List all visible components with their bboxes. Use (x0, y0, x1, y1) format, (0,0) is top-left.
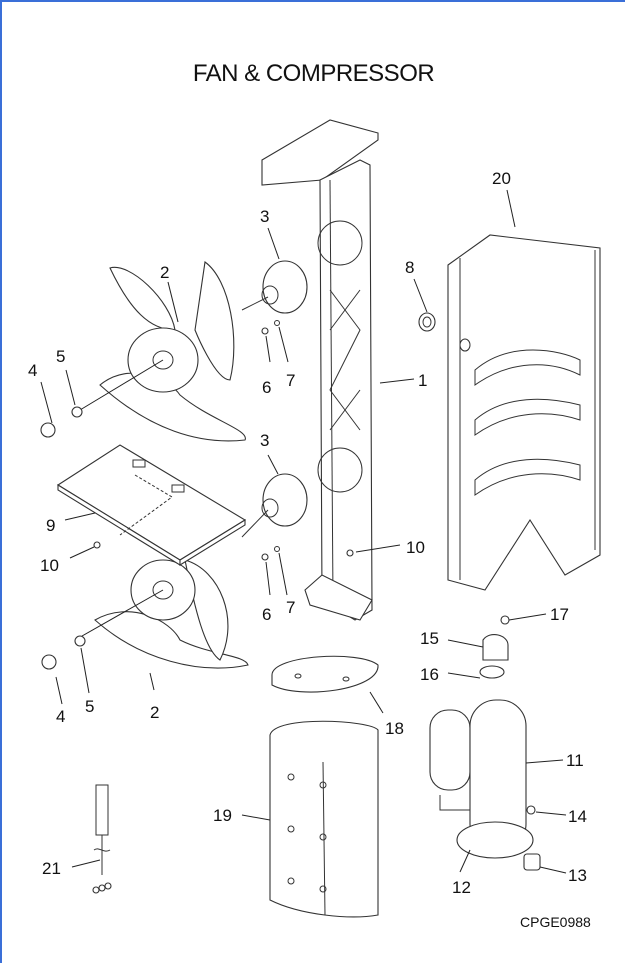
partition-panel-part-20 (447, 234, 601, 591)
diagram-title: FAN & COMPRESSOR (192, 60, 435, 87)
upper-fan-part-2 (79, 261, 246, 442)
callout-2-upper: 2 (160, 263, 169, 282)
nuts-washers-screws (40, 312, 436, 670)
callout-15: 15 (420, 629, 439, 648)
leader-lines (40, 189, 567, 874)
callout-14: 14 (568, 807, 587, 826)
callout-10-right: 10 (406, 538, 425, 557)
callout-labels: 1 2 2 3 3 4 4 5 5 6 6 7 7 8 9 10 10 11 1… (28, 169, 587, 897)
callout-18: 18 (385, 719, 404, 738)
callout-7-lower: 7 (286, 598, 295, 617)
compressor-assembly-part-11 (429, 699, 534, 859)
callout-10-left: 10 (40, 556, 59, 575)
callout-1: 1 (418, 371, 427, 390)
callout-11: 11 (566, 751, 584, 770)
lower-motor-part-3 (241, 473, 308, 538)
support-bracket-part-1 (261, 119, 379, 621)
wiring-part-21 (92, 784, 112, 894)
callout-3-lower: 3 (260, 431, 269, 450)
callout-19: 19 (213, 806, 232, 825)
callout-16: 16 (420, 665, 439, 684)
upper-motor-part-3 (241, 260, 308, 314)
top-cover-part-18 (271, 655, 379, 693)
plate-part-9 (56, 444, 247, 566)
callout-4-lower: 4 (56, 707, 65, 726)
callout-20: 20 (492, 169, 511, 188)
callout-6-upper: 6 (262, 378, 271, 397)
callout-9: 9 (46, 516, 55, 535)
lower-fan-part-2 (81, 559, 249, 669)
callout-12: 12 (452, 878, 471, 897)
callout-5-upper: 5 (56, 347, 65, 366)
callout-13: 13 (568, 866, 587, 885)
callout-17: 17 (550, 605, 569, 624)
callout-3-upper: 3 (260, 207, 269, 226)
callout-7-upper: 7 (286, 371, 295, 390)
callout-8: 8 (405, 258, 414, 277)
wrap-cover-part-19 (269, 720, 379, 918)
callout-21: 21 (42, 859, 61, 878)
callout-2-lower: 2 (150, 703, 159, 722)
callout-5-lower: 5 (85, 697, 94, 716)
callout-4-upper: 4 (28, 361, 37, 380)
drawing-code: CPGE0988 (520, 914, 591, 930)
compressor-small-parts (479, 615, 541, 871)
callout-6-lower: 6 (262, 605, 271, 624)
